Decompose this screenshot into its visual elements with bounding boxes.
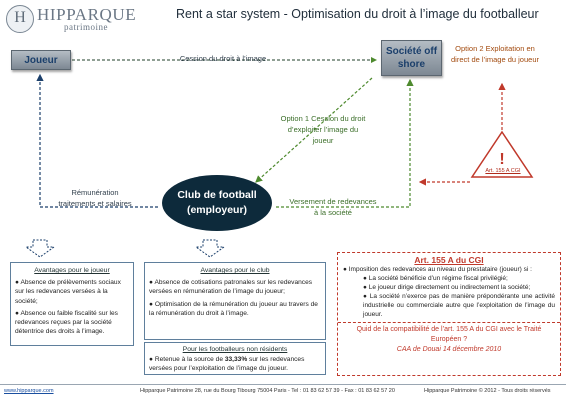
- panel-title: Avantages pour le joueur: [34, 267, 110, 274]
- panel-non-residents: Pour les footballeurs non résidents ● Re…: [144, 342, 326, 375]
- list-item: ● La société n’exerce pas de manière pré…: [363, 293, 555, 318]
- list-item: ● Absence de cotisations patronales sur …: [149, 279, 313, 296]
- arrow-remuneration: [36, 73, 158, 208]
- logo-mark-icon: H: [6, 5, 34, 33]
- panel-avantages-joueur: Avantages pour le joueur ● Absence de pr…: [10, 262, 134, 346]
- cgi-question: Quid de la compatibilité de l’art. 155 A…: [356, 326, 542, 343]
- panel-title: Pour les footballeurs non résidents: [182, 346, 288, 353]
- list-item: ● La société bénéficie d’un régime fisca…: [363, 275, 508, 282]
- node-club: Club de football (employeur): [162, 175, 272, 231]
- label-option1: Option 1 Cession du droit d’exploiter l’…: [280, 114, 366, 145]
- svg-text:!: !: [499, 151, 504, 168]
- down-arrow-icon: [24, 239, 56, 258]
- rate-value: 33,33%: [224, 356, 248, 364]
- cgi-intro: ● Imposition des redevances au niveau du…: [343, 266, 532, 273]
- panel-title: Avantages pour le club: [200, 267, 270, 274]
- panel-avantages-club: Avantages pour le club ● Absence de coti…: [144, 262, 326, 340]
- logo-sub: patrimoine: [64, 22, 108, 32]
- footer-address: Hipparque Patrimoine 28, rue du Bourg Ti…: [140, 388, 395, 394]
- label-versement: Versement de redevances à la société: [289, 197, 377, 217]
- arrow-option1: [255, 77, 373, 183]
- cgi-reference: CAA de Douai 14 décembre 2010: [396, 346, 502, 353]
- node-societe-offshore: Société off shore: [381, 40, 442, 76]
- down-arrow-icon: [194, 239, 226, 258]
- label-art155: Art. 155 A CGI: [485, 168, 521, 174]
- label-cession-image: Cession du droit à l’image: [179, 54, 267, 63]
- panel-art155: Art. 155 A du CGI ● Imposition des redev…: [337, 252, 561, 376]
- list-item: ● Le joueur dirige directement ou indire…: [363, 284, 531, 291]
- label-option2: Option 2 Exploitation en direct de l’ima…: [451, 44, 539, 64]
- list-item: ● Absence de prélèvements sociaux sur le…: [15, 279, 121, 305]
- warning-triangle-icon: [470, 130, 534, 178]
- footer-copyright: Hipparque Patrimoine © 2012 - Tous droit…: [424, 388, 551, 394]
- panel-title: Art. 155 A du CGI: [414, 255, 484, 265]
- footer-url[interactable]: www.hipparque.com: [4, 388, 54, 394]
- label-remuneration: Rémunération traitements et salaires: [58, 188, 132, 208]
- list-item: ● Absence ou faible fiscalité sur les re…: [15, 309, 118, 336]
- footer-divider: [0, 384, 566, 385]
- node-joueur: Joueur: [11, 50, 71, 70]
- logo-main: HIPPARQUE: [37, 5, 137, 24]
- list-item: ● Retenue à la source de 33,33% sur les …: [149, 356, 305, 373]
- logo: H HIPPARQUE patrimoine: [6, 3, 138, 35]
- page-title: Rent a star system - Optimisation du dro…: [176, 7, 539, 21]
- list-item: ● Optimisation de la rémunération du jou…: [149, 300, 318, 317]
